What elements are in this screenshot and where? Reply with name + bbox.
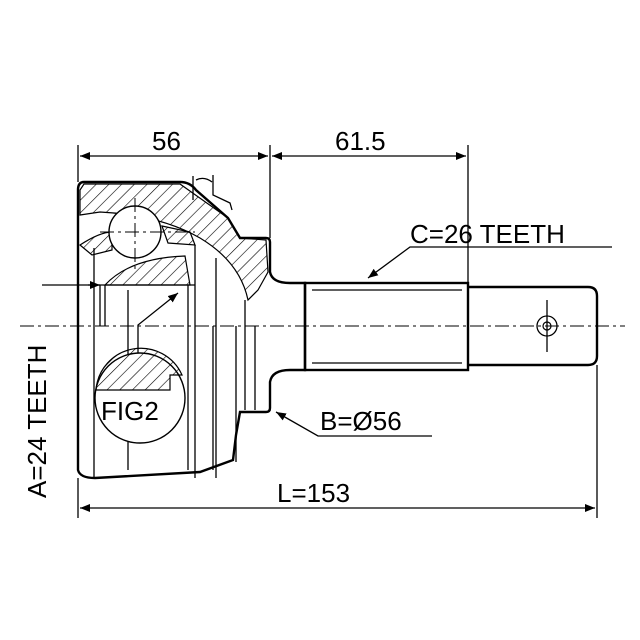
inner-race-section (103, 255, 191, 286)
dim-61-5-label: 61.5 (335, 126, 386, 156)
dim-56-label: 56 (152, 126, 181, 156)
boot-clip (192, 175, 233, 211)
b-leader (275, 411, 432, 437)
fig2-leader (137, 292, 179, 353)
b-diameter-label: B=Ø56 (320, 406, 402, 436)
c-leader (367, 246, 612, 279)
fig2-label: FIG2 (101, 396, 159, 426)
c-teeth-label: C=26 TEETH (410, 219, 565, 249)
a-teeth-label: A=24 TEETH (22, 345, 52, 498)
fig2-hatched-section (95, 347, 183, 391)
extension-lines (77, 145, 598, 518)
outer-housing (76, 180, 307, 480)
l-total-label: L=153 (277, 478, 350, 508)
